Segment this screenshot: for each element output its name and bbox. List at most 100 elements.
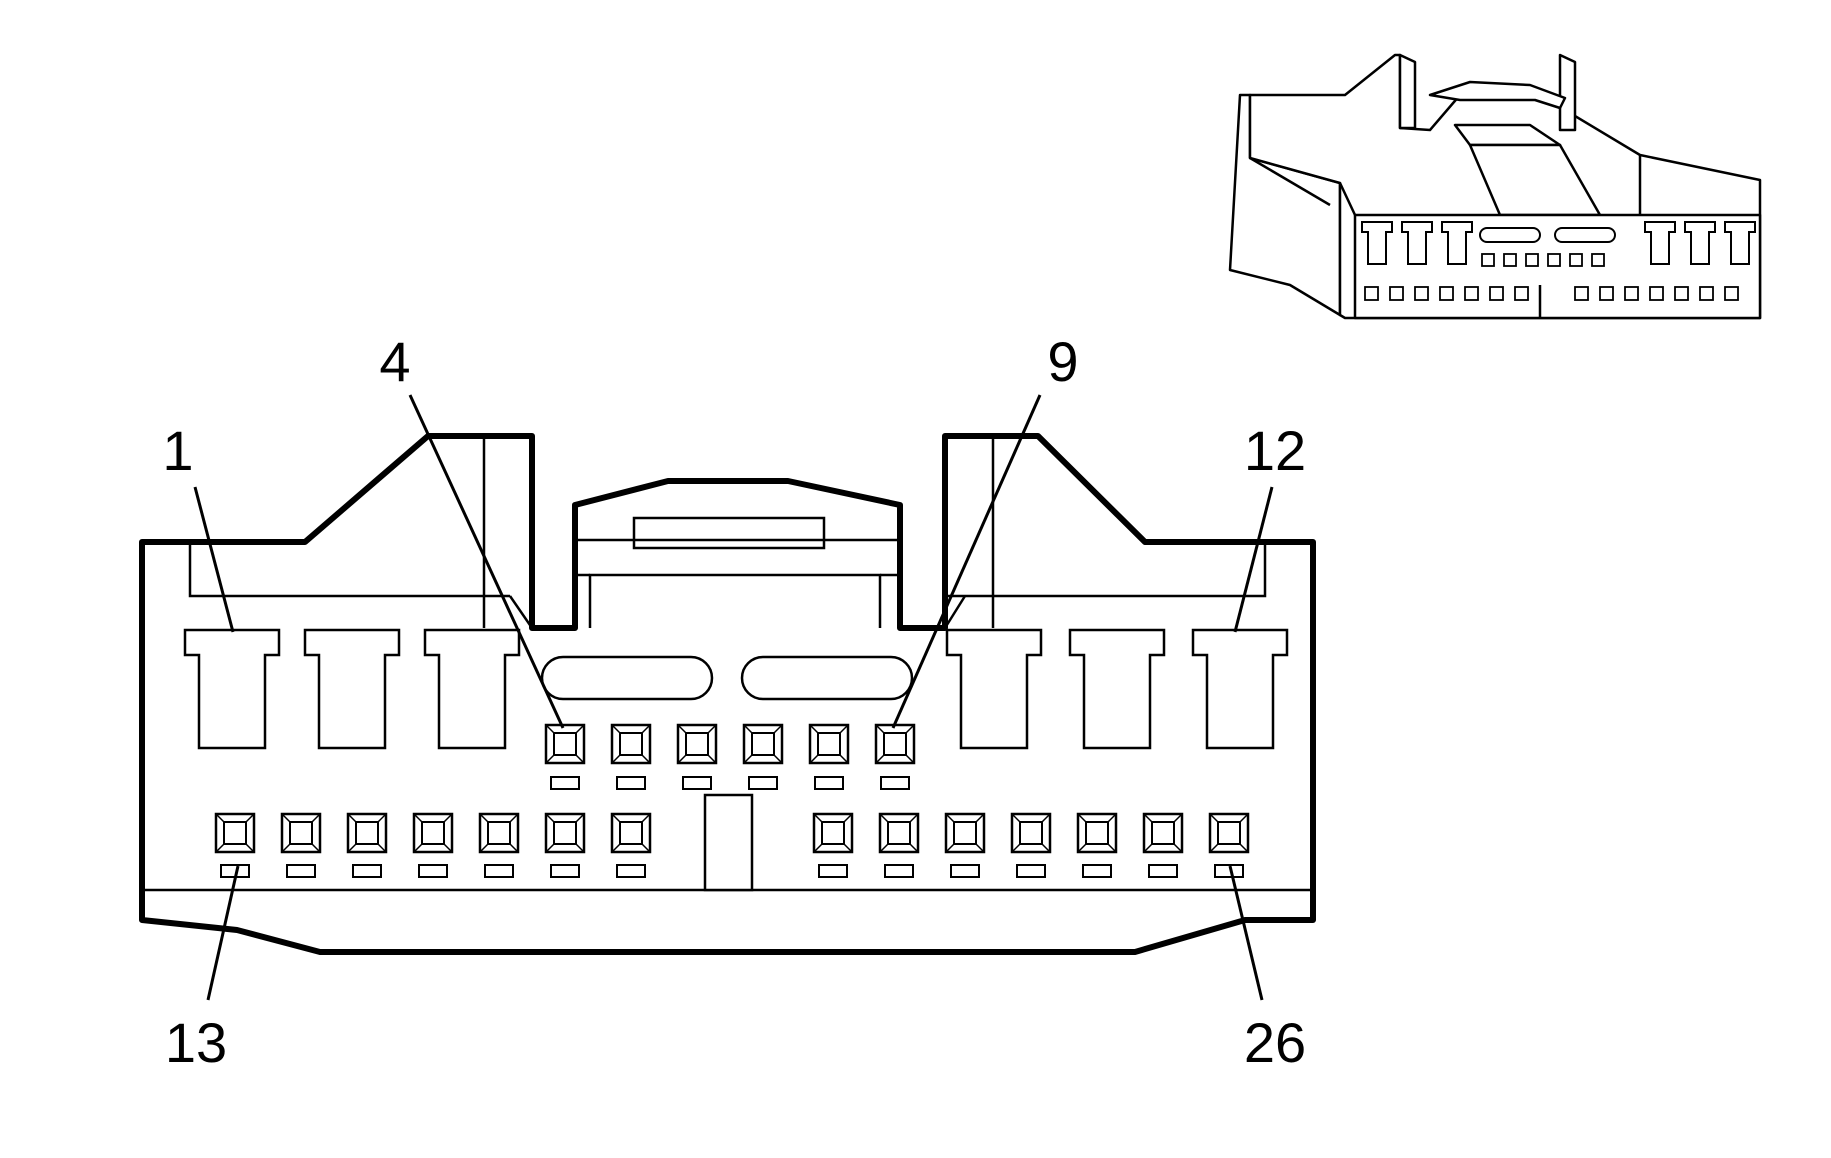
small-terminal-lock-tab <box>550 864 580 878</box>
small-terminal-bevel <box>509 843 519 853</box>
small-terminal-bevel <box>1077 813 1087 823</box>
small-terminal-lock-tab <box>814 776 844 790</box>
iso-large-terminal <box>1644 221 1676 265</box>
iso-small-terminal <box>1525 253 1539 267</box>
small-terminal-bevel <box>443 843 453 853</box>
small-terminal-bevel <box>677 724 687 734</box>
small-terminal-bevel <box>813 813 823 823</box>
large-terminal-cavity <box>183 628 281 750</box>
small-terminal-bevel <box>879 813 889 823</box>
leader-line-pin-13 <box>206 865 240 1001</box>
iso-slot <box>1479 227 1541 243</box>
small-terminal-bevel <box>773 724 783 734</box>
small-terminal-lock-tab <box>1148 864 1178 878</box>
small-terminals <box>214 723 1250 878</box>
iso-large-terminal <box>1401 221 1433 265</box>
iso-small-terminal <box>1599 286 1614 301</box>
small-terminal-bevel <box>1209 813 1219 823</box>
small-terminal-bevel <box>839 724 849 734</box>
small-terminal-bevel <box>545 843 555 853</box>
small-terminal-contact <box>817 732 841 756</box>
small-terminal-bevel <box>611 724 621 734</box>
small-terminal-bevel <box>509 813 519 823</box>
small-terminal-lock-tab <box>818 864 848 878</box>
leader-line-pin-4 <box>408 394 565 729</box>
small-terminal-lock-tab <box>352 864 382 878</box>
small-terminal-bevel <box>545 754 555 764</box>
large-terminal-cavity <box>945 628 1043 750</box>
iso-small-terminal <box>1489 286 1504 301</box>
small-terminal-lock-tab <box>682 776 712 790</box>
small-terminal-contact <box>553 732 577 756</box>
small-terminal-bevel <box>1209 843 1219 853</box>
small-terminal-bevel <box>215 843 225 853</box>
large-terminal-cavity <box>303 628 401 750</box>
small-terminal-bevel <box>641 724 651 734</box>
small-terminal-lock-tab <box>880 776 910 790</box>
pin-label-9: 9 <box>1047 330 1078 393</box>
small-terminal-contact <box>1151 821 1175 845</box>
small-terminal-contact <box>887 821 911 845</box>
small-terminal-bevel <box>773 754 783 764</box>
small-terminal-lock-tab <box>950 864 980 878</box>
small-terminal-contact <box>619 732 643 756</box>
small-terminal-lock-tab <box>616 776 646 790</box>
iso-small-terminal <box>1503 253 1517 267</box>
small-terminal-bevel <box>875 724 885 734</box>
iso-small-terminal <box>1439 286 1454 301</box>
small-terminal-bevel <box>479 813 489 823</box>
small-terminal-bevel <box>1107 813 1117 823</box>
small-terminal-bevel <box>641 813 651 823</box>
small-terminal-bevel <box>215 813 225 823</box>
iso-terminals <box>1361 221 1756 301</box>
pin-label-13: 13 <box>165 1011 227 1074</box>
small-terminal-bevel <box>413 813 423 823</box>
large-terminal-cavity <box>1191 628 1289 750</box>
small-terminal-bevel <box>1173 843 1183 853</box>
small-terminal-bevel <box>575 754 585 764</box>
leader-lines <box>193 394 1274 1001</box>
small-terminal-bevel <box>875 754 885 764</box>
iso-large-terminal <box>1441 221 1473 265</box>
iso-small-terminal <box>1547 253 1561 267</box>
pin-label-12: 12 <box>1244 419 1306 482</box>
small-terminal-lock-tab <box>418 864 448 878</box>
small-terminal-contact <box>1085 821 1109 845</box>
large-terminal-cavity <box>1068 628 1166 750</box>
leader-line-pin-9 <box>891 394 1042 729</box>
small-terminal-contact <box>953 821 977 845</box>
small-terminal-lock-tab <box>616 864 646 878</box>
small-terminal-lock-tab <box>286 864 316 878</box>
small-terminal-bevel <box>1041 843 1051 853</box>
iso-small-terminal <box>1569 253 1583 267</box>
small-terminal-bevel <box>707 754 717 764</box>
iso-small-terminal <box>1724 286 1739 301</box>
small-terminal-contact <box>619 821 643 845</box>
small-terminal-lock-tab <box>1016 864 1046 878</box>
large-terminals <box>183 628 1289 750</box>
small-terminal-bevel <box>611 843 621 853</box>
large-terminal-cavity <box>423 628 521 750</box>
small-terminal-lock-tab <box>484 864 514 878</box>
small-terminal-bevel <box>1107 843 1117 853</box>
iso-small-terminal <box>1481 253 1495 267</box>
pin-label-4: 4 <box>379 330 410 393</box>
small-terminal-bevel <box>311 843 321 853</box>
small-terminal-bevel <box>905 754 915 764</box>
small-terminal-bevel <box>1041 813 1051 823</box>
small-terminal-bevel <box>1077 843 1087 853</box>
small-terminal-bevel <box>611 754 621 764</box>
small-terminal-lock-tab <box>1082 864 1112 878</box>
small-terminal-bevel <box>245 843 255 853</box>
small-terminal-bevel <box>813 843 823 853</box>
small-terminal-contact <box>883 732 907 756</box>
small-terminal-bevel <box>1143 813 1153 823</box>
iso-small-terminal <box>1699 286 1714 301</box>
small-terminal-bevel <box>575 724 585 734</box>
small-terminal-bevel <box>311 813 321 823</box>
small-terminal-bevel <box>575 813 585 823</box>
small-terminal-bevel <box>1239 813 1249 823</box>
iso-small-terminal <box>1649 286 1664 301</box>
small-terminal-bevel <box>879 843 889 853</box>
